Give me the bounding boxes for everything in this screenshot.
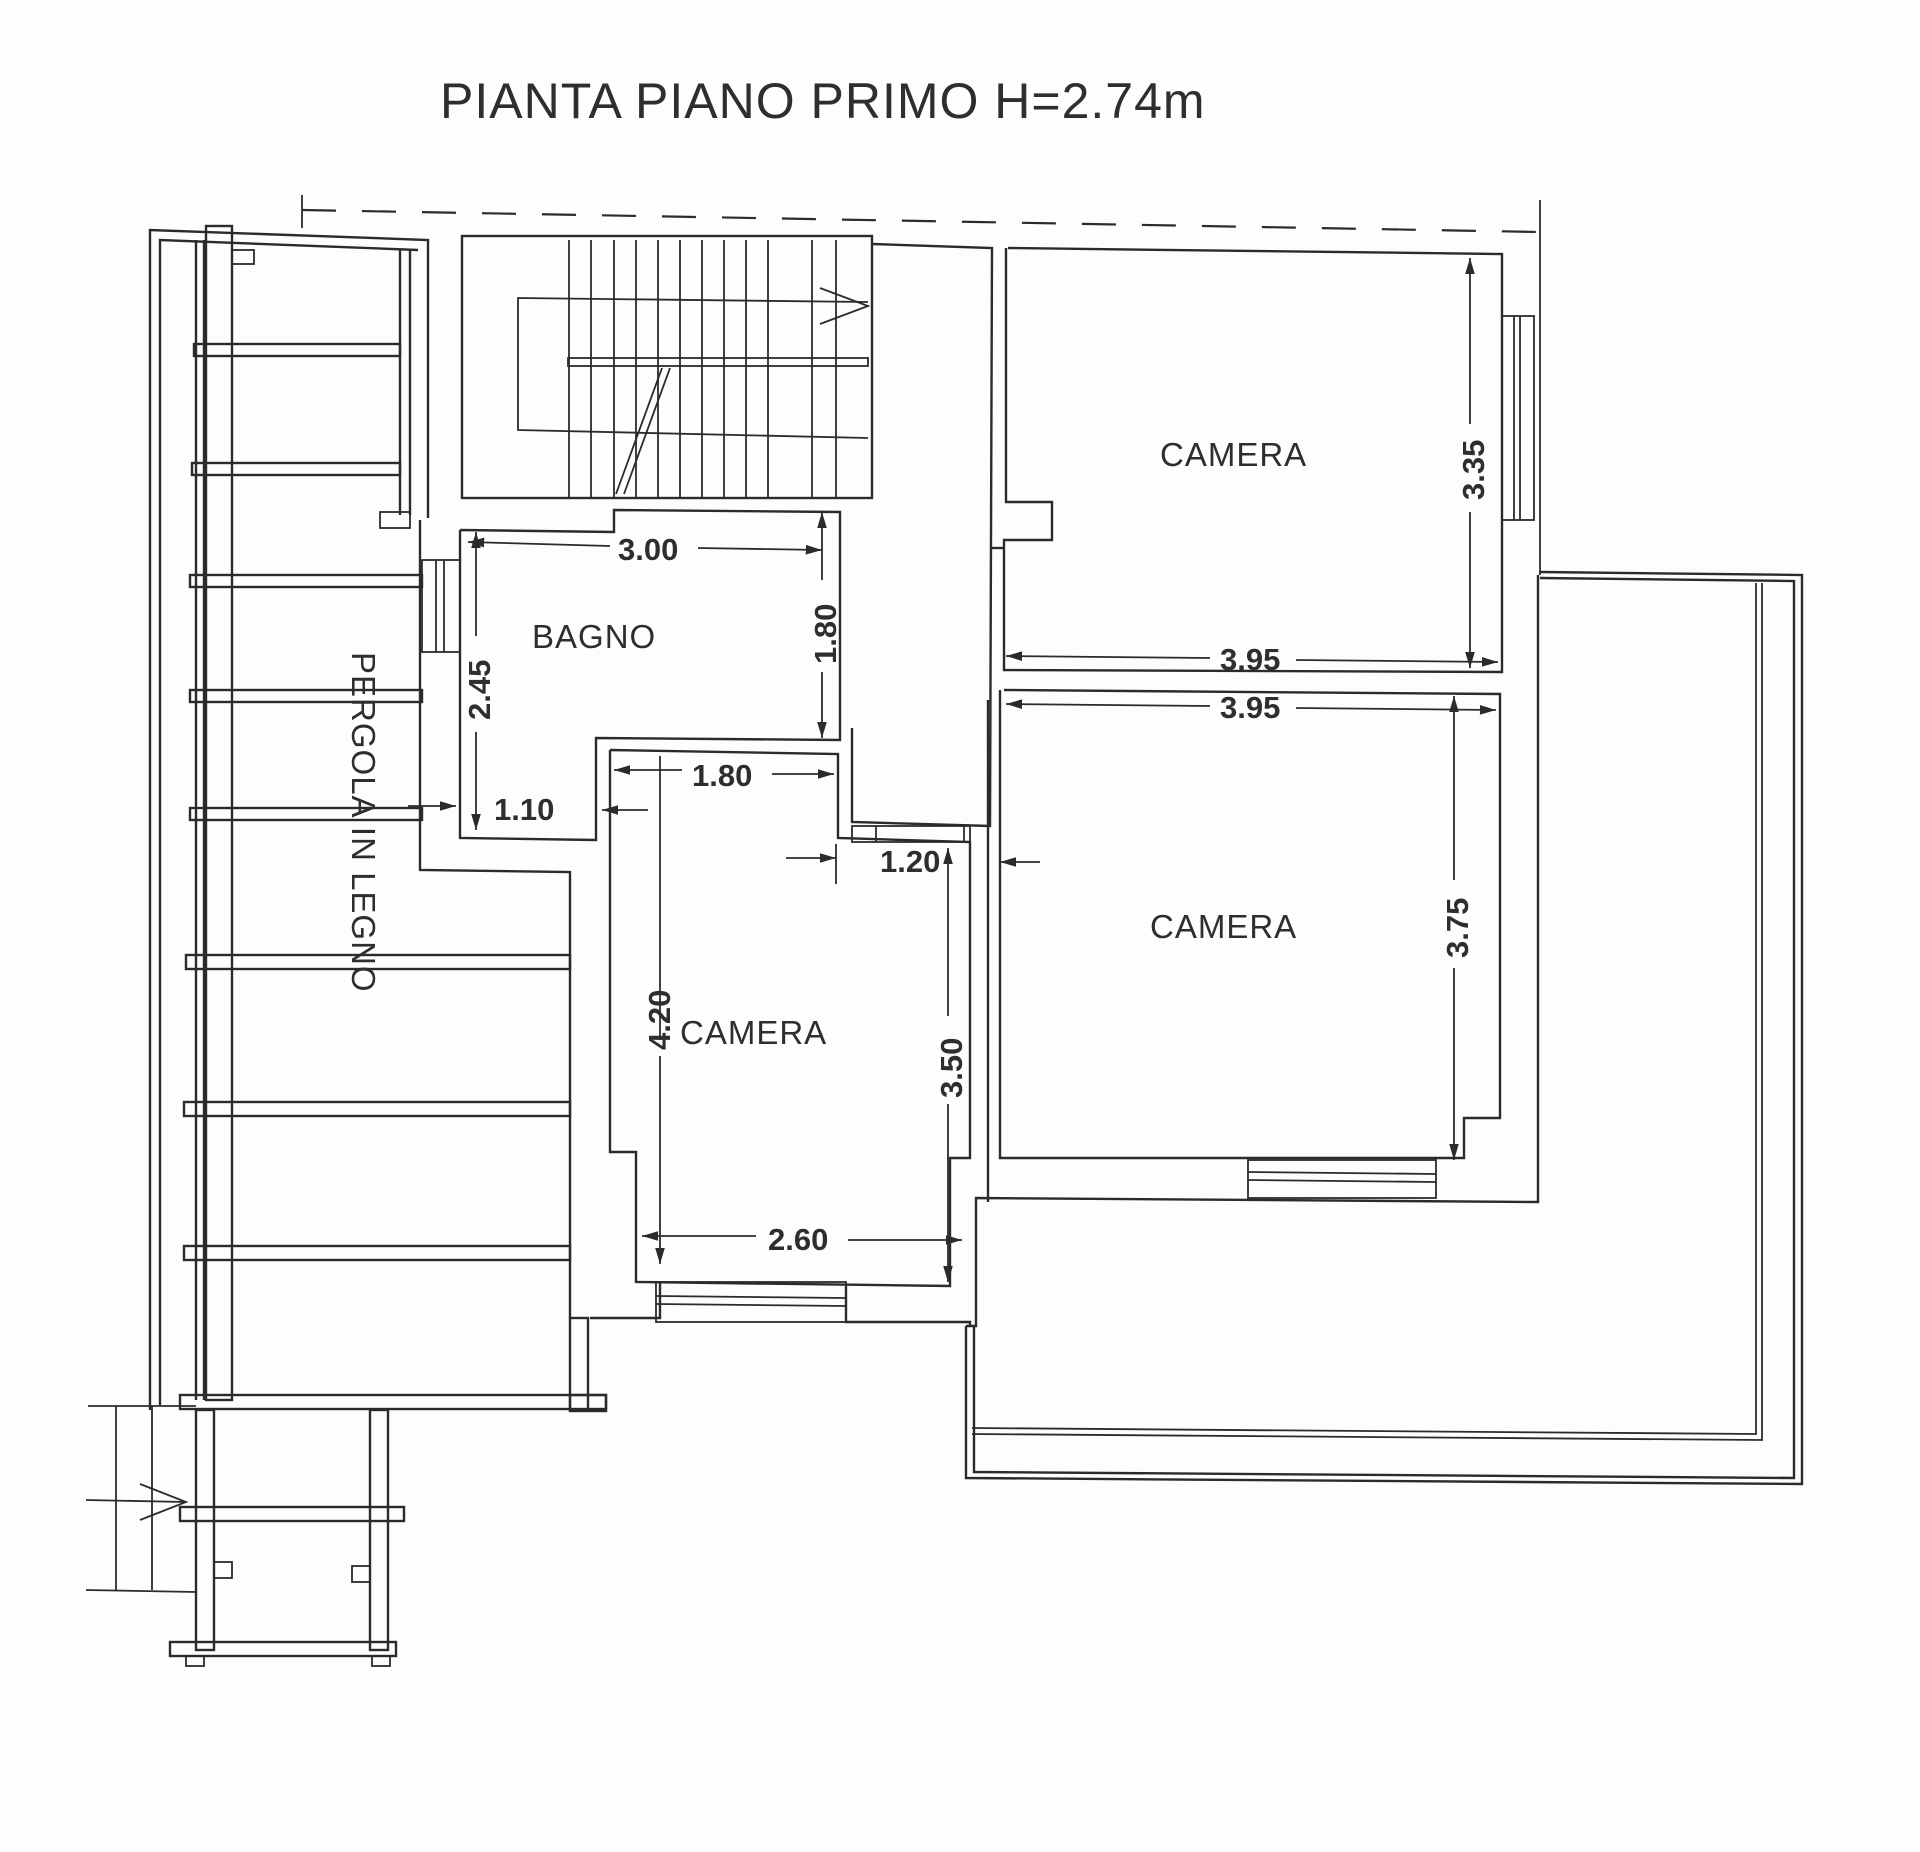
svg-text:3.00: 3.00 — [618, 532, 678, 567]
camera-bottom-right-label: CAMERA — [1150, 908, 1297, 945]
window-icon — [1247, 1159, 1437, 1199]
dim-camera-center-height-left: 4.20 — [642, 990, 677, 1264]
svg-text:3.95: 3.95 — [1220, 690, 1280, 725]
svg-text:1.20: 1.20 — [880, 844, 940, 879]
svg-text:1.10: 1.10 — [494, 792, 554, 827]
pergola-label: PERGOLA IN LEGNO — [345, 652, 382, 993]
dim-corridor-width: 1.20 — [786, 844, 1040, 884]
terrace — [964, 570, 1804, 1486]
svg-text:4.20: 4.20 — [642, 990, 677, 1050]
room-camera-center — [590, 748, 972, 1326]
room-camera-bottom-right — [966, 575, 1540, 1328]
dim-camera-bottom-right-height: 3.75 — [1440, 696, 1475, 1160]
entry-arrow-icon — [85, 1483, 189, 1521]
camera-center-label: CAMERA — [680, 1014, 827, 1051]
dim-bagno-offset: 1.10 — [408, 792, 648, 827]
svg-text:3.75: 3.75 — [1440, 898, 1475, 958]
dim-camera-top-right-width: 3.95 — [1005, 642, 1499, 677]
svg-text:1.80: 1.80 — [692, 758, 752, 793]
dim-bagno-width: 3.00 — [467, 532, 823, 567]
room-camera-top-right — [992, 246, 1535, 674]
dim-camera-center-height-right: 3.50 — [934, 848, 969, 1282]
stair-icon — [460, 234, 874, 500]
svg-text:3.95: 3.95 — [1220, 642, 1280, 677]
dim-bagno-height-right: 1.80 — [808, 512, 843, 738]
pergola-beams — [178, 342, 608, 1411]
window-icon — [1501, 315, 1535, 521]
dim-bagno-height-left: 2.45 — [462, 532, 497, 830]
dim-camera-center-width: 2.60 — [642, 1222, 962, 1257]
plan-title: PIANTA PIANO PRIMO H=2.74m — [440, 73, 1206, 129]
dim-camera-bottom-right-width: 3.95 — [1005, 690, 1497, 725]
dim-camera-top-right-height: 3.35 — [1456, 258, 1491, 668]
svg-text:1.80: 1.80 — [808, 604, 843, 664]
roof-projection-line — [301, 195, 1541, 575]
window-icon — [655, 1281, 847, 1323]
svg-text:3.50: 3.50 — [934, 1038, 969, 1098]
entrance-stair — [85, 1316, 608, 1667]
room-bagno — [418, 508, 842, 1318]
window-icon — [421, 559, 461, 653]
svg-text:3.35: 3.35 — [1456, 440, 1491, 500]
camera-top-right-label: CAMERA — [1160, 436, 1307, 473]
dim-camera-center-top-width: 1.80 — [614, 756, 834, 1040]
bagno-label: BAGNO — [532, 618, 656, 655]
svg-text:2.45: 2.45 — [462, 660, 497, 720]
svg-text:2.60: 2.60 — [768, 1222, 828, 1257]
